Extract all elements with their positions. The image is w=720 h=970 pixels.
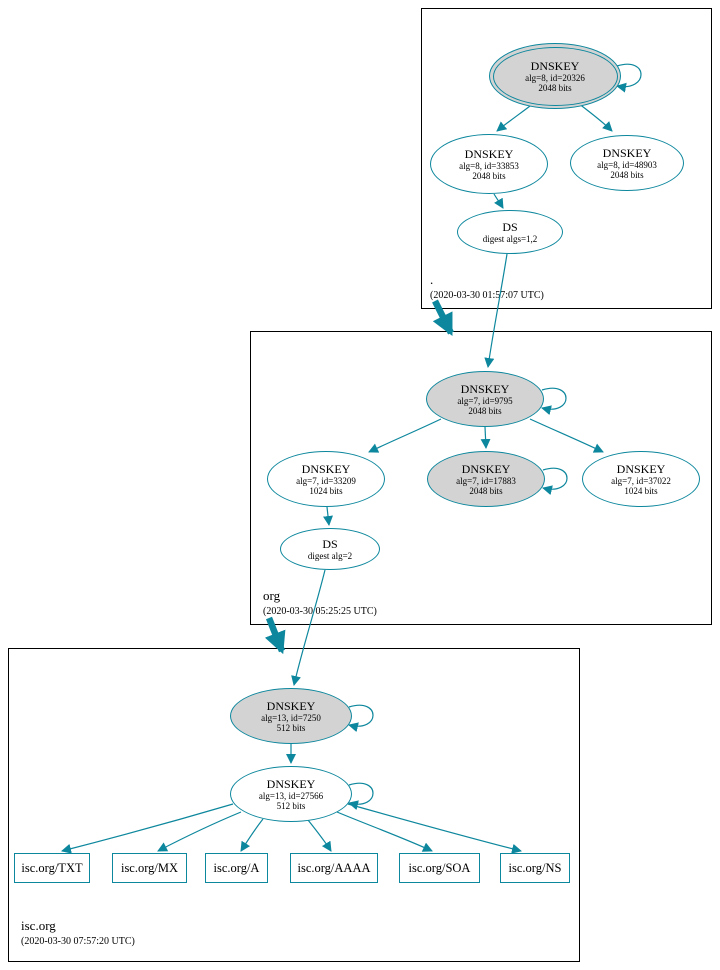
root-ds-node: DS digest algs=1,2 <box>457 210 563 254</box>
dnskey-title: DNSKEY <box>266 698 316 713</box>
rrsig-edge-zsk-ns <box>347 803 522 854</box>
zone-iscorg-box: isc.org (2020-03-30 07:57:20 UTC) <box>8 648 580 962</box>
rrsig-edge-zsk-mx <box>157 811 242 852</box>
rrsig-edge-org-ksk-zsk1 <box>368 418 442 453</box>
rrsig-edge-org-ksk-zsk2 <box>529 418 604 453</box>
iscorg-zsk-dnskey-node: DNSKEY alg=13, id=27566 512 bits <box>230 766 352 822</box>
rrsig-edge-org-zsk-ds <box>323 506 333 526</box>
rrsig-selfloop-org-ksk <box>541 387 567 416</box>
dnskey-node-text: DNSKEY alg=13, id=7250 512 bits <box>261 699 321 734</box>
dnskey-title: DNSKEY <box>266 776 316 791</box>
org-zsk2-dnskey-node: DNSKEY alg=7, id=37022 1024 bits <box>582 451 700 507</box>
rrset-soa-node: isc.org/SOA <box>399 853 480 883</box>
rrsig-selfloop-org-ksk2 <box>542 467 568 496</box>
rrset-label: isc.org/SOA <box>408 860 471 875</box>
rrsig-edge-zsk-a <box>240 818 264 852</box>
delegation-arrow-root-org <box>432 299 454 336</box>
dnskey-detail: alg=8, id=20326 <box>525 72 585 83</box>
dnskey-bits: 1024 bits <box>309 486 343 496</box>
dnskey-node-text: DNSKEY alg=8, id=48903 2048 bits <box>597 146 657 181</box>
rrset-mx-node: isc.org/MX <box>112 853 187 883</box>
rrsig-selfloop-root-ksk <box>616 63 642 93</box>
dnskey-title: DNSKEY <box>460 381 510 396</box>
root-ksk-dnskey-node: DNSKEY alg=8, id=20326 2048 bits <box>489 43 621 109</box>
dnskey-detail: alg=7, id=37022 <box>611 475 671 486</box>
rrsig-edge-zsk-ds <box>493 193 504 209</box>
rrset-txt-node: isc.org/TXT <box>14 853 90 883</box>
rrsig-edge-zsk-aaaa <box>307 819 332 852</box>
dnskey-detail: alg=8, id=48903 <box>597 159 657 170</box>
dnskey-title: DNSKEY <box>464 146 514 161</box>
dnskey-bits: 512 bits <box>276 723 306 733</box>
rrset-label: isc.org/MX <box>120 860 179 875</box>
dnskey-bits: 2048 bits <box>472 171 506 181</box>
rrset-aaaa-node: isc.org/AAAA <box>290 853 378 883</box>
dnskey-detail: alg=7, id=17883 <box>456 475 516 486</box>
dnskey-detail: alg=13, id=7250 <box>261 712 321 723</box>
dnskey-node-text: DNSKEY alg=7, id=9795 2048 bits <box>457 382 512 417</box>
zone-root-label: . <box>430 272 434 287</box>
rrsig-edge-ksk-zsk1 <box>496 102 535 132</box>
dnskey-title: DNSKEY <box>616 461 666 476</box>
zone-root-timestamp: (2020-03-30 01:57:07 UTC) <box>430 290 544 301</box>
dnskey-node-text: DNSKEY alg=8, id=20326 2048 bits <box>525 59 585 94</box>
ds-node-text: DS digest alg=2 <box>308 537 352 562</box>
dnskey-title: DNSKEY <box>461 461 511 476</box>
org-ksk-dnskey-node: DNSKEY alg=7, id=9795 2048 bits <box>426 371 544 427</box>
iscorg-ksk-dnskey-node: DNSKEY alg=13, id=7250 512 bits <box>230 688 352 744</box>
ds-detail: digest algs=1,2 <box>482 233 538 244</box>
dnskey-node-text: DNSKEY alg=7, id=37022 1024 bits <box>611 462 671 497</box>
org-ds-node: DS digest alg=2 <box>280 528 380 570</box>
delegation-arrow-org-iscorg <box>264 616 286 655</box>
zone-root-box: . (2020-03-30 01:57:07 UTC) <box>421 8 712 309</box>
dnskey-node-text: DNSKEY alg=13, id=27566 512 bits <box>259 777 323 812</box>
rrset-label: isc.org/TXT <box>21 860 83 875</box>
ds-edge-root-to-org <box>484 253 508 368</box>
dnskey-detail: alg=7, id=33209 <box>296 475 356 486</box>
ds-detail: digest alg=2 <box>307 550 353 561</box>
dnskey-bits: 1024 bits <box>624 486 658 496</box>
root-zsk2-dnskey-node: DNSKEY alg=8, id=48903 2048 bits <box>570 135 684 191</box>
rrsig-edge-org-ksk-ksk2 <box>480 426 491 449</box>
zone-iscorg-label: isc.org <box>21 918 56 933</box>
dnskey-bits: 2048 bits <box>469 486 503 496</box>
dnskey-detail: alg=7, id=9795 <box>457 395 513 406</box>
dnskey-title: DNSKEY <box>602 145 652 160</box>
dnskey-detail: alg=8, id=33853 <box>459 160 519 171</box>
zone-org-label: org <box>263 588 281 603</box>
dnskey-bits: 2048 bits <box>468 406 502 416</box>
root-zsk-dnskey-node: DNSKEY alg=8, id=33853 2048 bits <box>430 134 548 194</box>
ds-node-text: DS digest algs=1,2 <box>483 220 538 245</box>
dnskey-title: DNSKEY <box>301 461 351 476</box>
dnskey-bits: 512 bits <box>276 801 306 811</box>
dnskey-bits: 2048 bits <box>538 83 572 93</box>
rrsig-selfloop-iscorg-ksk <box>348 704 374 733</box>
ds-title: DS <box>322 536 338 551</box>
org-ksk2-dnskey-node: DNSKEY alg=7, id=17883 2048 bits <box>427 451 545 507</box>
dnskey-detail: alg=13, id=27566 <box>258 790 324 801</box>
org-zsk-dnskey-node: DNSKEY alg=7, id=33209 1024 bits <box>267 451 385 507</box>
rrsig-edge-zsk-soa <box>336 811 433 852</box>
zone-iscorg-timestamp: (2020-03-30 07:57:20 UTC) <box>21 936 135 947</box>
zone-org-timestamp: (2020-03-30 05:25:25 UTC) <box>263 606 377 617</box>
dnskey-bits: 2048 bits <box>610 170 644 180</box>
rrsig-selfloop-iscorg-zsk <box>348 782 374 811</box>
rrset-a-node: isc.org/A <box>205 853 268 883</box>
rrsig-edge-ksk-zsk2 <box>577 102 613 132</box>
zone-org-box: org (2020-03-30 05:25:25 UTC) <box>250 331 712 625</box>
rrset-ns-node: isc.org/NS <box>500 853 570 883</box>
dnskey-node-text: DNSKEY alg=7, id=17883 2048 bits <box>456 462 516 497</box>
dnskey-node-text: DNSKEY alg=7, id=33209 1024 bits <box>296 462 356 497</box>
rrset-label: isc.org/AAAA <box>297 860 371 875</box>
dnskey-node-text: DNSKEY alg=8, id=33853 2048 bits <box>459 147 519 182</box>
rrsig-edge-zsk-txt <box>61 803 234 854</box>
rrset-label: isc.org/NS <box>508 860 562 875</box>
ds-edge-org-to-iscorg <box>291 569 326 686</box>
rrset-label: isc.org/A <box>213 860 260 875</box>
ds-title: DS <box>502 219 518 234</box>
dnskey-title: DNSKEY <box>530 58 580 73</box>
